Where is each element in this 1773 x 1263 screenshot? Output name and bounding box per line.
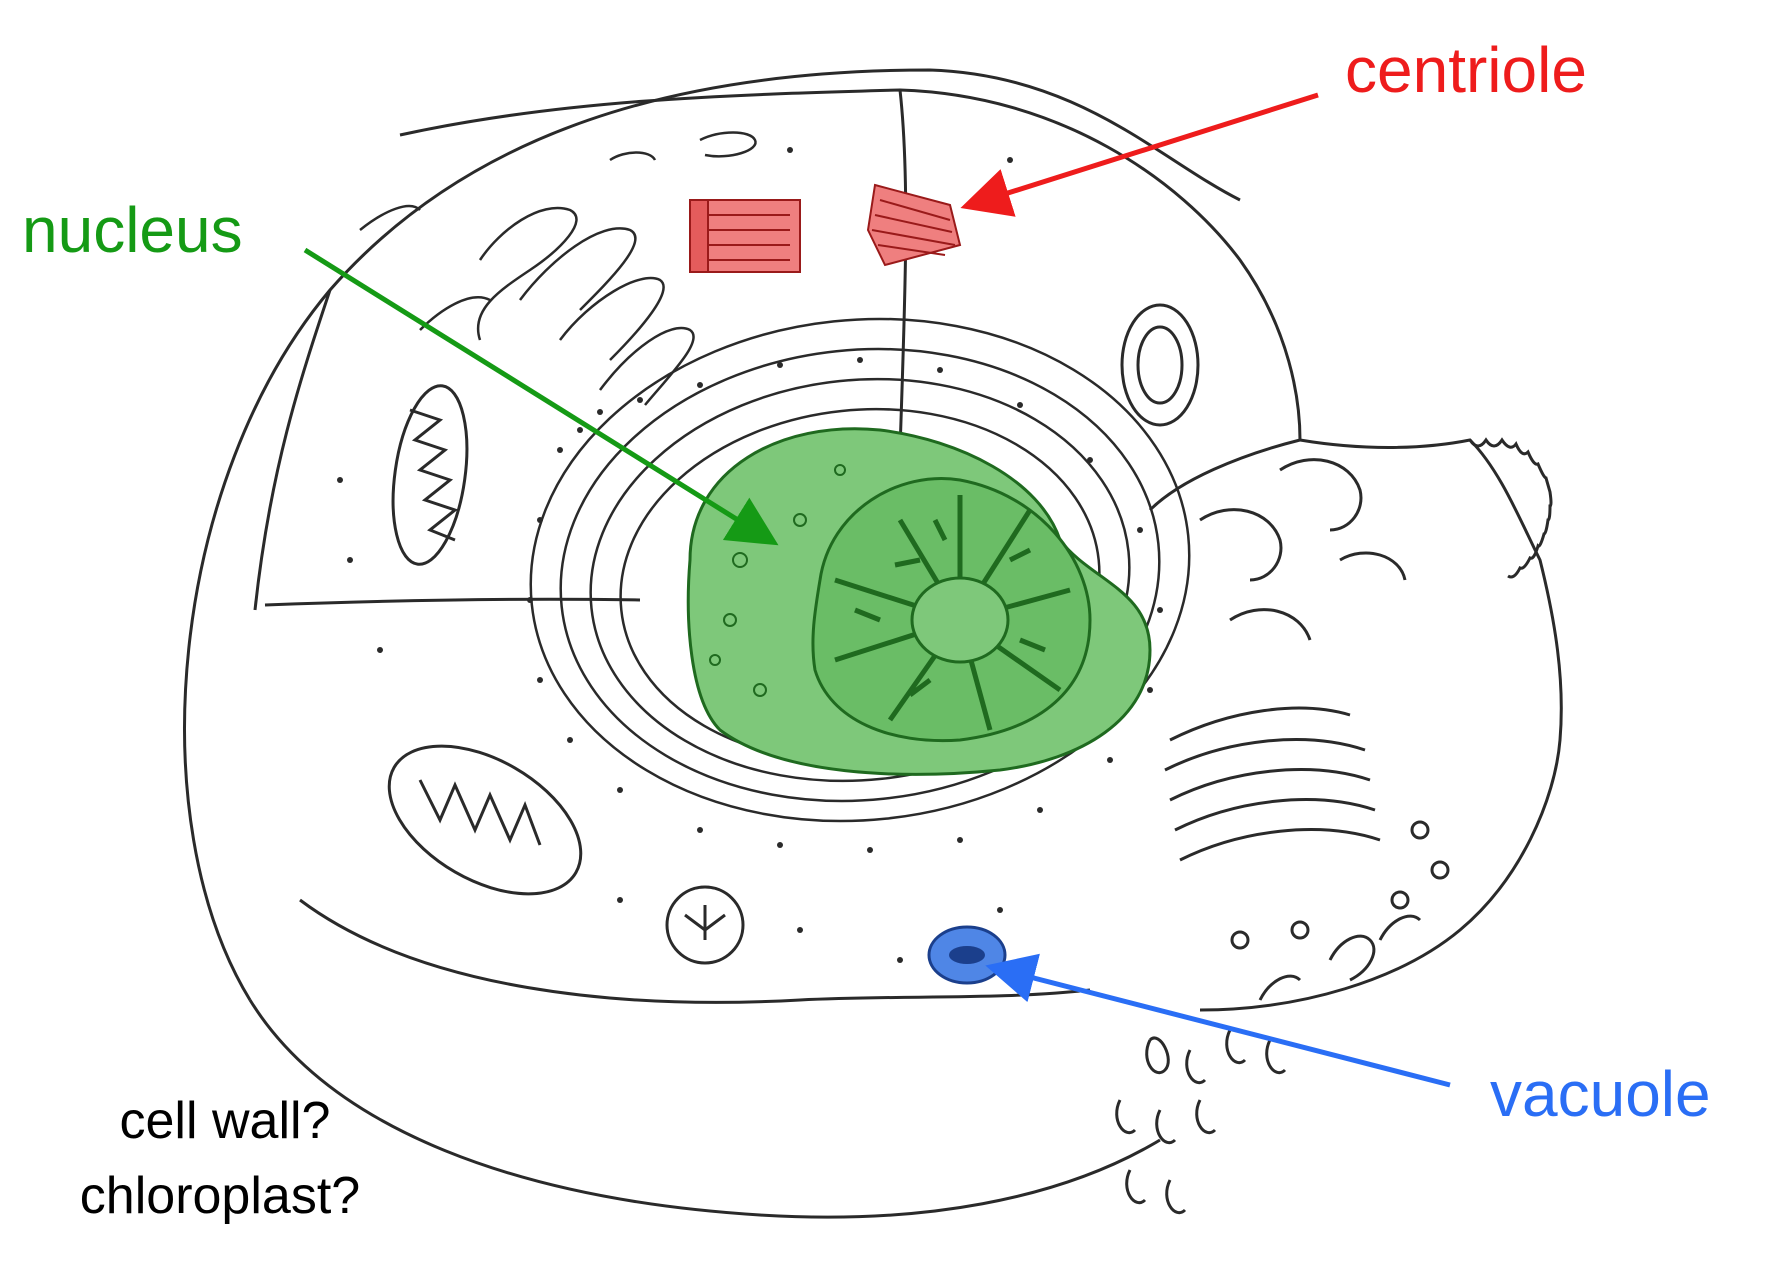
mitochondrion-lower bbox=[364, 716, 606, 925]
centriole-pair bbox=[690, 185, 960, 272]
nucleus-label: nucleus bbox=[22, 198, 243, 262]
lysosome bbox=[667, 887, 743, 963]
question-chloroplast: chloroplast? bbox=[10, 1170, 430, 1222]
question-cell-wall: cell wall? bbox=[60, 1095, 390, 1147]
centriole-label: centriole bbox=[1345, 38, 1587, 102]
golgi-apparatus bbox=[1165, 460, 1448, 948]
centriole-right bbox=[868, 185, 960, 265]
vacuole-label: vacuole bbox=[1490, 1062, 1711, 1126]
mitochondrion-upper bbox=[383, 381, 477, 569]
mitochondrion-right bbox=[1122, 305, 1198, 425]
nucleus-arrow bbox=[305, 250, 770, 540]
vacuole-arrow bbox=[995, 968, 1450, 1085]
centriole-left bbox=[690, 200, 800, 272]
vacuole-shape bbox=[929, 927, 1005, 983]
nucleus-shape bbox=[688, 429, 1150, 775]
